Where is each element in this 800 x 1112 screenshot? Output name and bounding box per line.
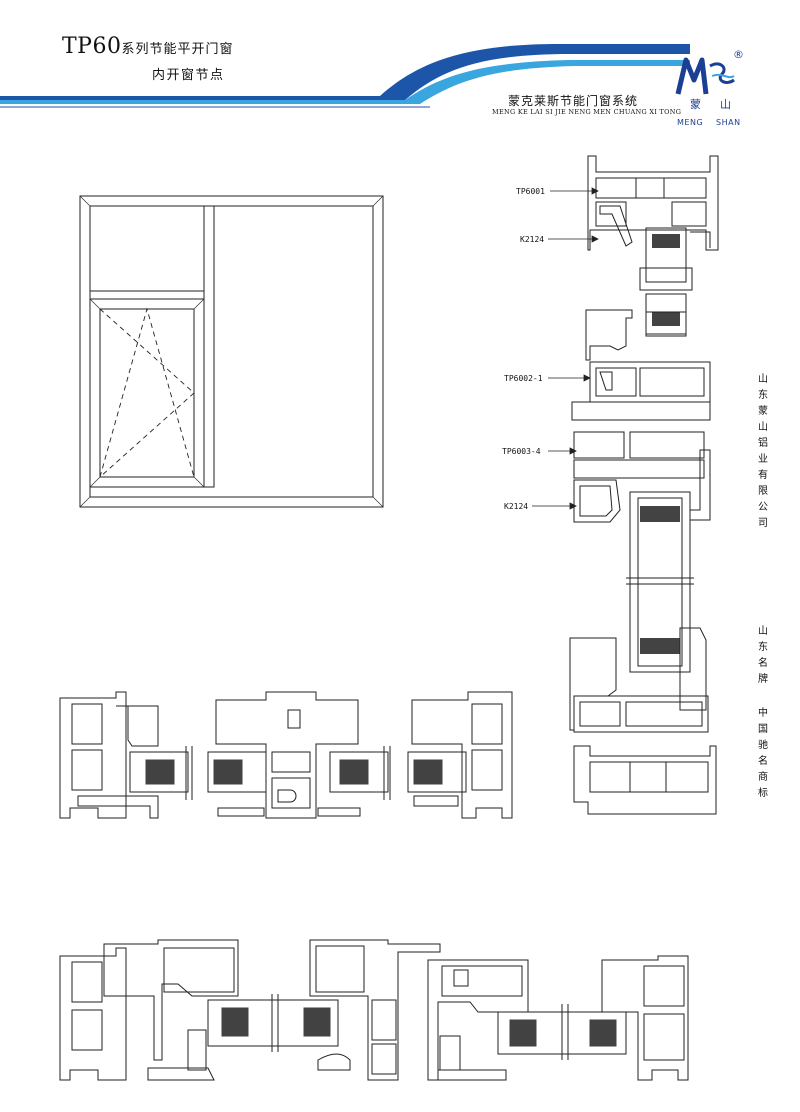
title-series: 系列节能平开门窗 xyxy=(121,42,234,57)
vertical-section-diagram xyxy=(569,155,719,815)
brand-vertical-text: 山东名牌 xyxy=(758,626,768,685)
header-swoosh xyxy=(0,44,690,108)
title-main: TP60 xyxy=(62,34,122,59)
company-pinyin: MENG KE LAI SI JIE NENG MEN CHUANG XI TO… xyxy=(492,108,682,116)
label-k2124-mid: K2124 xyxy=(504,502,529,511)
horizontal-section-diagram-2 xyxy=(59,939,689,1081)
label-tp6001: TP6001 xyxy=(516,187,545,196)
logo-en-right: SHAN xyxy=(716,118,741,127)
logo-cn-right: 山 xyxy=(720,98,731,111)
label-k2124-top: K2124 xyxy=(520,235,545,244)
registered-mark: ® xyxy=(733,48,744,61)
page-title: TP60系列节能平开门窗 xyxy=(62,34,234,59)
logo-cn-left: 蒙 xyxy=(690,98,701,111)
company-name: 蒙克莱斯节能门窗系统 xyxy=(508,94,639,108)
label-tp6003: TP6003-4 xyxy=(502,447,541,456)
company-vertical-text: 山东蒙山铝业有限公司 xyxy=(758,374,768,529)
horizontal-section-diagram-1 xyxy=(59,691,513,819)
label-tp6002: TP6002-1 xyxy=(504,374,543,383)
window-elevation-diagram xyxy=(79,195,384,508)
page-subtitle: 内开窗节点 xyxy=(152,68,225,83)
logo-en-left: MENG xyxy=(677,118,704,127)
trademark-vertical-text: 中国驰名商标 xyxy=(758,708,768,799)
mengshan-logo-icon xyxy=(675,57,735,95)
